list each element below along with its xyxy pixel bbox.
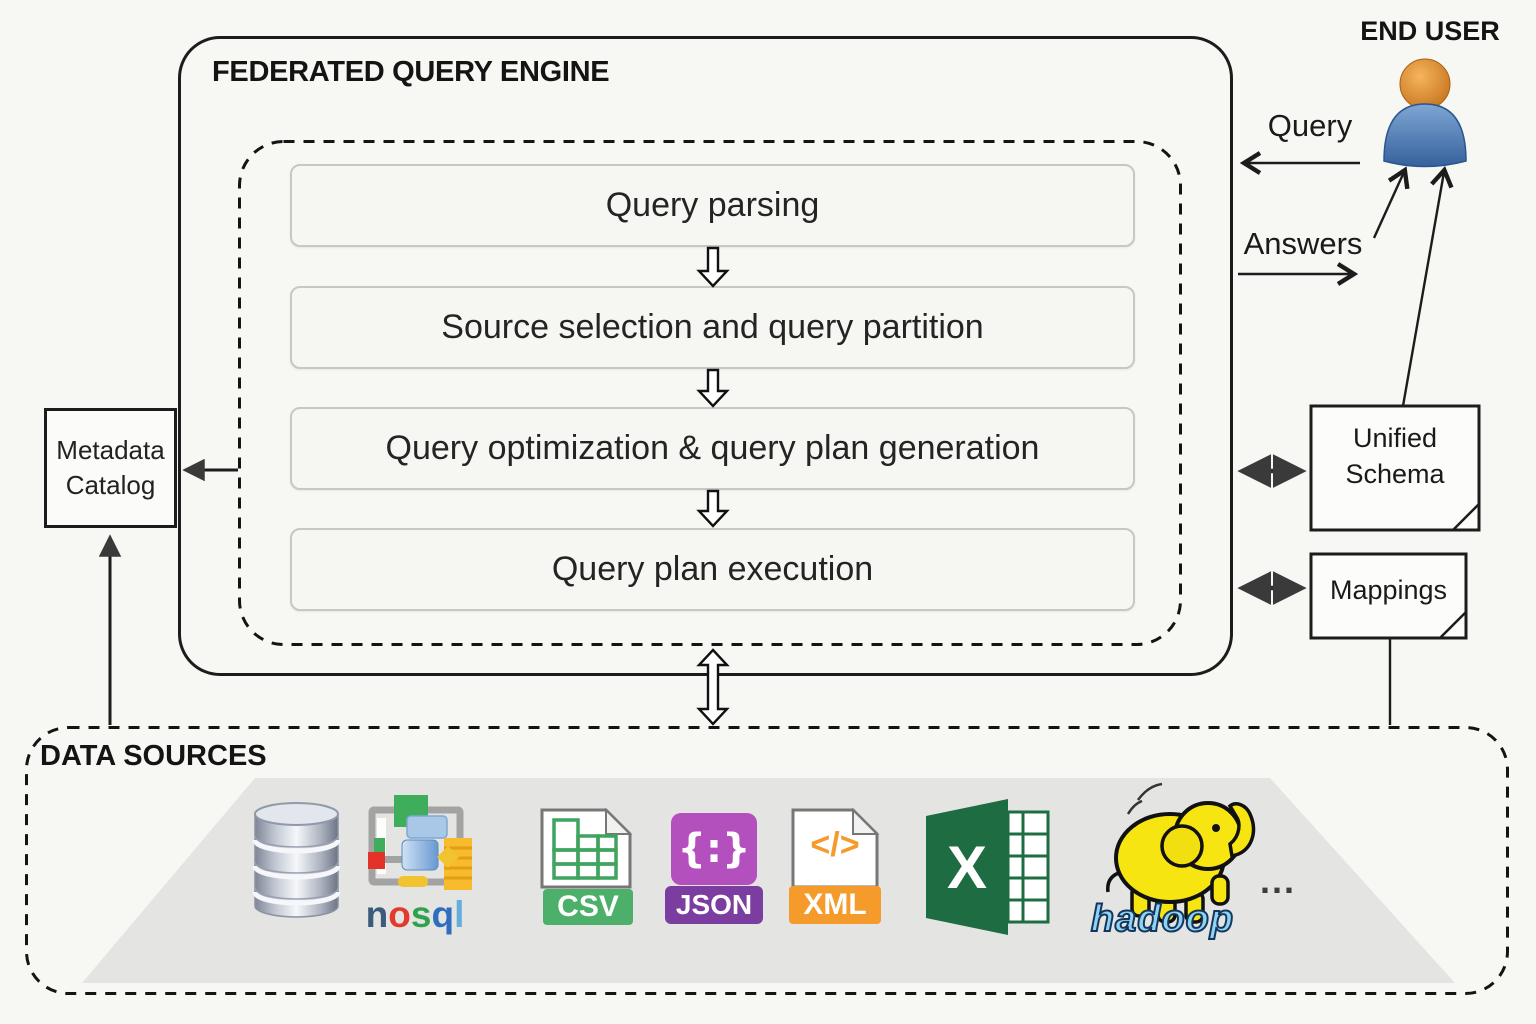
engine-title: FEDERATED QUERY ENGINE	[212, 56, 610, 88]
csv-file-icon	[540, 807, 633, 889]
json-file-icon: {:}	[671, 813, 757, 885]
query-flow-label: Query	[1267, 108, 1353, 143]
data-sources-title: DATA SOURCES	[40, 740, 267, 772]
answers-to-user-arrow	[1372, 172, 1404, 239]
hadoop-label: hadoop	[1090, 897, 1235, 941]
json-label: JSON	[675, 889, 753, 920]
step-box-query-optimization: Query optimization & query plan generati…	[290, 407, 1135, 490]
nosql-letter: q	[431, 894, 455, 935]
excel-letter: X	[947, 834, 987, 901]
json-braces-glyph: {:}	[677, 826, 751, 872]
more-sources-ellipsis: ...	[1260, 860, 1297, 901]
json-file-banner: JSON	[665, 886, 763, 924]
nosql-letter: n	[365, 894, 389, 935]
step-box-source-selection: Source selection and query partition	[290, 286, 1135, 369]
step-label: Query plan execution	[551, 550, 874, 588]
metadata-catalog-label: Metadata Catalog	[56, 434, 165, 500]
csv-file-banner: CSV	[543, 889, 633, 925]
nosql-letter: o	[388, 894, 411, 935]
step-box-query-plan-execution: Query plan execution	[290, 528, 1135, 611]
unified-schema-label: Unified Schema	[1345, 423, 1445, 490]
step-label: Query parsing	[605, 186, 820, 224]
data-sources-platform	[82, 778, 1455, 983]
end-user-icon	[1383, 58, 1467, 168]
step-label: Query optimization & query plan generati…	[385, 429, 1040, 467]
database-icon	[252, 802, 341, 918]
excel-icon: X	[926, 799, 1050, 935]
end-user-label: END USER	[1360, 16, 1500, 46]
step-box-query-parsing: Query parsing	[290, 164, 1135, 247]
xml-code-glyph: </>	[810, 826, 860, 864]
nosql-letter: l	[454, 894, 465, 935]
xml-file-banner: XML	[789, 886, 881, 924]
nosql-label: nosql	[352, 894, 478, 936]
answers-flow-label: Answers	[1243, 226, 1363, 261]
xml-label: XML	[803, 888, 867, 921]
nosql-icon	[368, 795, 472, 890]
unified-schema-to-user-arrow	[1401, 172, 1444, 407]
csv-label: CSV	[557, 890, 619, 923]
nosql-letter: s	[410, 894, 432, 935]
metadata-catalog-box: Metadata Catalog	[44, 408, 177, 528]
mappings-label: Mappings	[1329, 575, 1448, 605]
step-label: Source selection and query partition	[441, 308, 984, 346]
